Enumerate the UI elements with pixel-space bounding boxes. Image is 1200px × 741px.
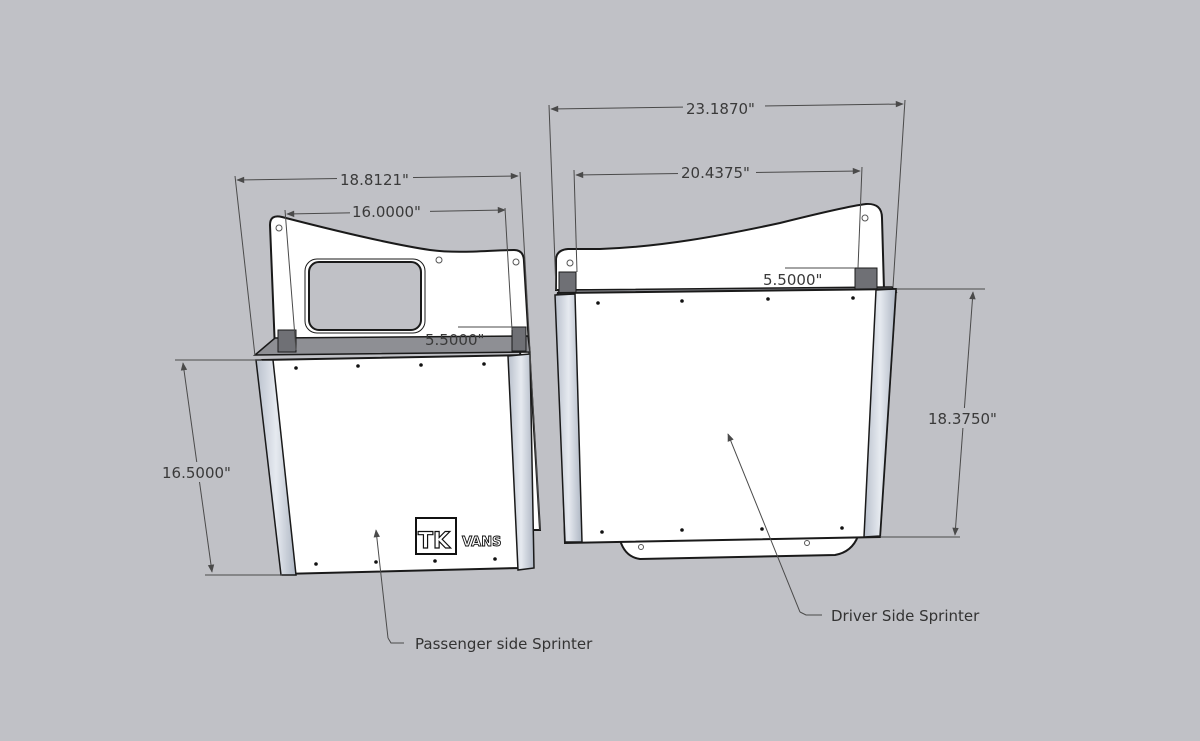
dim-passenger-inner-width: 16.0000" (352, 203, 421, 221)
tk-vans-logo: TK VANS (415, 517, 502, 555)
dim-driver-depth: 5.5000" (763, 271, 822, 289)
logo-mark: TK (418, 529, 451, 554)
dim-driver-height: 18.3750" (928, 410, 997, 428)
dim-passenger-overall-width: 18.8121" (340, 171, 409, 189)
label-driver-side: Driver Side Sprinter (831, 607, 980, 625)
dim-driver-overall-width: 23.1870" (686, 100, 755, 118)
dim-driver-inner-width: 20.4375" (681, 164, 750, 182)
passenger-side-box: TK VANS (252, 215, 542, 576)
label-passenger-side: Passenger side Sprinter (415, 635, 593, 653)
dim-passenger-depth: 5.5000" (425, 331, 484, 349)
driver-side-box (554, 202, 898, 561)
logo-text: VANS (462, 535, 501, 550)
dim-passenger-height: 16.5000" (162, 464, 231, 482)
